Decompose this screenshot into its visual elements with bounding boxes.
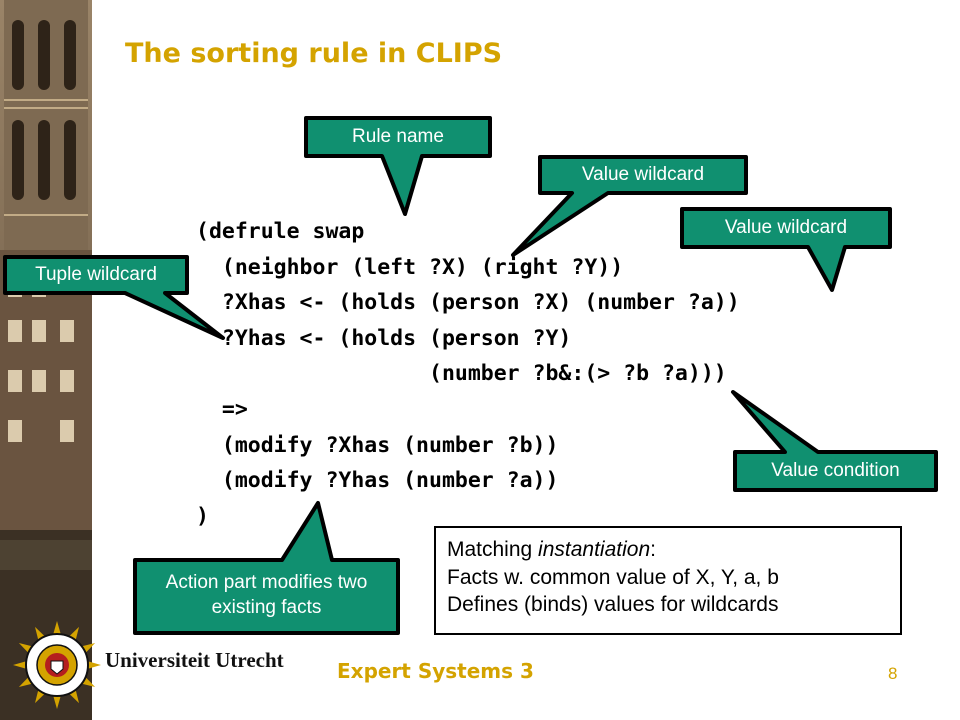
tuple-wildcard-callout: Tuple wildcard — [35, 263, 157, 285]
side-photo — [0, 0, 92, 720]
code-line: (modify ?Xhas (number ?b)) — [196, 432, 559, 458]
value-wildcard-callout-2: Value wildcard — [724, 216, 848, 238]
clips-code-block: (defrule swap (neighbor (left ?X) (right… — [196, 214, 740, 534]
info-line-2: Facts w. common value of X, Y, a, b — [447, 565, 779, 589]
value-wildcard-callout-1: Value wildcard — [581, 163, 705, 185]
info-line-3: Defines (binds) values for wildcards — [447, 593, 779, 616]
city-photo-image — [0, 0, 92, 720]
info-line-1-suffix: : — [650, 538, 656, 561]
action-part-callout: Action part modifies two existing facts — [165, 572, 368, 618]
code-line: => — [196, 396, 248, 422]
code-line: ?Xhas <- (holds (person ?X) (number ?a)) — [196, 290, 740, 316]
university-seal-logo — [13, 621, 101, 709]
code-line: (number ?b&:(> ?b ?a))) — [196, 361, 727, 387]
matching-info-box: Matching instantiation: Facts w. common … — [434, 526, 902, 635]
rule-name-callout: Rule name — [352, 125, 444, 147]
code-line: (neighbor (left ?X) (right ?Y)) — [196, 254, 624, 280]
page-number: 8 — [888, 664, 898, 683]
info-line-1-prefix: Matching — [447, 538, 539, 561]
slide-title: The sorting rule in CLIPS — [125, 38, 503, 69]
code-line: (defrule swap — [196, 219, 365, 244]
info-line-1-italic: instantiation — [538, 538, 651, 561]
info-line-1: Matching instantiation: — [447, 536, 900, 564]
code-line: ?Yhas <- (holds (person ?Y) — [196, 325, 572, 351]
university-name: Universiteit Utrecht — [105, 648, 284, 672]
value-condition-callout: Value condition — [771, 459, 900, 481]
code-line: (modify ?Yhas (number ?a)) — [196, 468, 559, 494]
footer-course-title: Expert Systems 3 — [337, 659, 534, 683]
